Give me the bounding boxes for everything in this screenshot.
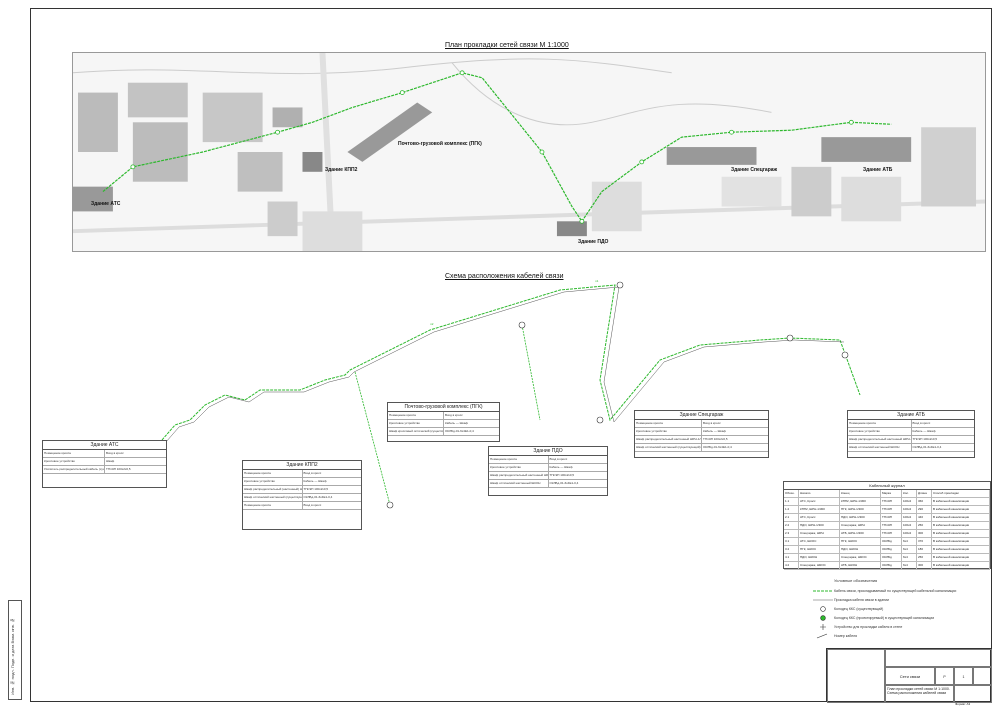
legend-item: Номер кабеля	[812, 631, 990, 640]
stamp-top	[885, 649, 992, 667]
stamp-stage: Р	[935, 667, 954, 685]
map-label-atb: Здание АТБ	[863, 167, 893, 173]
legend-item: Устройство для прокладки кабеля в стене	[812, 622, 990, 631]
cable-journal-header: Обозн. Начало Конец Марка Кол. Длина Спо…	[784, 490, 990, 498]
legend-item: Колодец ККС (существующий)	[812, 604, 990, 613]
stamp-description: План прокладки сетей связи М 1:1000. Схе…	[885, 685, 954, 703]
legend: Условные обозначения Кабель связи, прокл…	[812, 578, 990, 644]
site-plan-drawing	[73, 53, 985, 251]
svg-text:л2: л2	[430, 322, 434, 326]
table-pgk: Почтово-грузовой комплекс (ПГК) Помещени…	[387, 402, 500, 442]
title-block: Сети связи Р 1 План прокладки сетей связ…	[826, 648, 992, 703]
plan-title: План прокладки сетей связи М 1:1000	[445, 42, 569, 49]
site-plan: Здание АТС Здание КПП2 Почтово-грузовой …	[72, 52, 986, 252]
legend-item: Прокладка кабеля связи в здании	[813, 597, 889, 602]
stamp-format: Формат А3	[955, 702, 971, 706]
stamp-sheet-name: Сети связи	[885, 667, 935, 685]
stamp-signatures	[827, 649, 885, 703]
map-label-pgk: Почтово-грузовой комплекс (ПГК)	[398, 141, 482, 147]
scheme-title: Схема расположения кабелей связи	[445, 273, 564, 280]
stamp-sheet: 1	[954, 667, 973, 685]
map-label-ats: Здание АТС	[91, 201, 121, 207]
cable-journal: Кабельный журнал Обозн. Начало Конец Мар…	[783, 481, 991, 570]
legend-item: Колодец ККС (проектируемый) в существующ…	[812, 613, 990, 622]
map-label-pdo: Здание ПДО	[578, 239, 609, 245]
side-stamp: Инв. № подл. Подп. и дата Взам. инв. №	[8, 600, 22, 700]
svg-text:л1: л1	[595, 279, 599, 283]
drawing-frame	[30, 8, 992, 702]
map-label-kpp2: Здание КПП2	[325, 167, 358, 173]
map-label-spec: Здание Спецгараж	[731, 167, 778, 173]
legend-item: Кабель связи, прокладываемый по существу…	[813, 588, 957, 593]
